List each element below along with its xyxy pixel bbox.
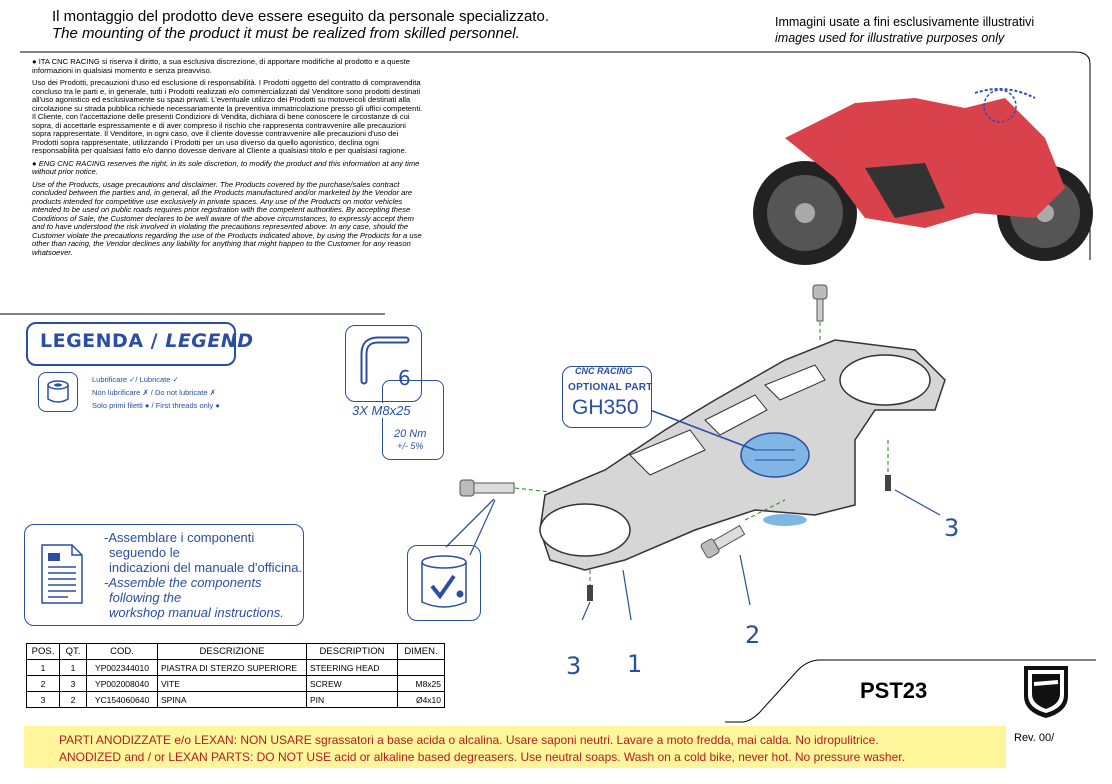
hex-size: 6 bbox=[398, 366, 411, 390]
bom-cell: Ø4x10 bbox=[397, 691, 445, 708]
bom-cell: 1 bbox=[59, 659, 87, 676]
instr-en-3: workshop manual instructions. bbox=[109, 605, 284, 620]
bom-header-description: DESCRIPTION bbox=[306, 643, 398, 660]
torque-nm: 20 Nm bbox=[394, 428, 427, 440]
instr-it-1: -Assemblare i componenti bbox=[104, 530, 255, 545]
disclaimer-eng-body: Use of the Products, usage precautions a… bbox=[32, 179, 422, 257]
threadlocker-can-icon bbox=[421, 555, 467, 608]
cnc-racing-logo bbox=[1018, 662, 1074, 725]
table-row: 3 2 YC154060640 SPINA PIN Ø4x10 bbox=[26, 691, 445, 708]
callout-3-right: 3 bbox=[944, 514, 960, 542]
bom-cell bbox=[397, 659, 445, 676]
instructions-text: -Assemblare i componenti seguendo le ind… bbox=[104, 530, 302, 620]
hex-key-icon bbox=[360, 336, 410, 385]
bom-cell: M8x25 bbox=[397, 675, 445, 692]
header-mounting-note: Il montaggio del prodotto deve essere es… bbox=[52, 8, 549, 42]
legend-title-en: LEGEND bbox=[165, 330, 254, 352]
optional-part-label: OPTIONAL PART bbox=[568, 382, 653, 393]
bom-cell: 1 bbox=[26, 659, 60, 676]
steering-head-drawing bbox=[459, 284, 946, 620]
disclaimer-ita-body: Uso dei Prodotti, precauzioni d'uso ed e… bbox=[32, 78, 423, 155]
mounting-note-it: Il montaggio del prodotto deve essere es… bbox=[52, 8, 549, 25]
product-code: PST23 bbox=[860, 678, 928, 703]
disclaimer-eng-intro: ● ENG CNC RACING reserves the right, in … bbox=[32, 158, 420, 176]
instructions-box bbox=[24, 524, 304, 626]
bom-header-qt: QT. bbox=[59, 643, 87, 660]
threadlocker-leader bbox=[445, 498, 495, 548]
bom-cell: SPINA bbox=[157, 691, 307, 708]
disclaimer-block: ● ITA CNC RACING si riserva il diritto, … bbox=[32, 57, 424, 261]
bom-cell: SCREW bbox=[306, 675, 398, 692]
revision-label: Rev. 00/ bbox=[1014, 732, 1055, 744]
optional-part-code: GH350 bbox=[572, 396, 639, 419]
legend-item-first-threads: Solo primi filetti ● / First threads onl… bbox=[92, 401, 220, 410]
callout-1: 1 bbox=[627, 650, 643, 678]
torque-tolerance: +/- 5% bbox=[397, 441, 424, 451]
optional-part-box bbox=[562, 366, 652, 428]
legend-title: LEGENDA / LEGEND bbox=[40, 330, 254, 352]
threadlocker-box bbox=[407, 545, 481, 621]
optional-part-brand: CNC RACING bbox=[575, 366, 633, 376]
bom-cell: VITE bbox=[157, 675, 307, 692]
table-row: 1 1 YP002344010 PIASTRA DI STERZO SUPERI… bbox=[26, 659, 445, 676]
instr-en-1: -Assemble the components bbox=[104, 575, 262, 590]
torque-box bbox=[382, 380, 444, 460]
legend-item-lubricate: Lubrificare ✓/ Lubricate ✓ bbox=[92, 375, 179, 384]
bom-header-descrizione: DESCRIZIONE bbox=[157, 643, 307, 660]
bom-header-dimen: DIMEN. bbox=[397, 643, 445, 660]
disclaimer-ita-intro: ● ITA CNC RACING si riserva il diritto, … bbox=[32, 57, 410, 75]
bom-header-cod: COD. bbox=[86, 643, 158, 660]
bom-cell: 2 bbox=[26, 675, 60, 692]
manual-document-icon bbox=[40, 543, 84, 610]
bom-cell: PIN bbox=[306, 691, 398, 708]
bom-header-row: POS. QT. COD. DESCRIZIONE DESCRIPTION DI… bbox=[26, 643, 445, 660]
images-note-it: Immagini usate a fini esclusivamente ill… bbox=[775, 15, 1035, 29]
legend-items: Lubrificare ✓/ Lubricate ✓ Non lubrifica… bbox=[92, 373, 220, 412]
bom-cell: 3 bbox=[59, 675, 87, 692]
motorcycle-image bbox=[753, 88, 1093, 265]
table-row: 2 3 YP002008040 VITE SCREW M8x25 bbox=[26, 675, 445, 692]
mounting-note-en: The mounting of the product it must be r… bbox=[52, 25, 520, 42]
hex-key-box bbox=[345, 325, 422, 402]
care-warning-band: PARTI ANODIZZATE e/o LEXAN: NON USARE sg… bbox=[24, 726, 1006, 768]
instr-it-3: indicazioni del manuale d'officina. bbox=[109, 560, 303, 575]
callout-3-left: 3 bbox=[566, 652, 582, 680]
bom-cell: YP002344010 bbox=[86, 659, 158, 676]
bom-cell: YP002008040 bbox=[86, 675, 158, 692]
screw-qty-size: 3X M8x25 bbox=[352, 403, 411, 418]
bom-header-pos: POS. bbox=[26, 643, 60, 660]
instr-en-2: following the bbox=[109, 590, 182, 605]
legend-item-no-lubricate: Non lubrificare ✗ / Do not lubricate ✗ bbox=[92, 388, 216, 397]
bom-cell: PIASTRA DI STERZO SUPERIORE bbox=[157, 659, 307, 676]
legend-box bbox=[26, 322, 236, 366]
bom-table: POS. QT. COD. DESCRIZIONE DESCRIPTION DI… bbox=[26, 643, 445, 708]
care-warning-en: ANODIZED and / or LEXAN PARTS: DO NOT US… bbox=[59, 750, 905, 764]
bom-cell: 3 bbox=[26, 691, 60, 708]
bom-cell: YC154060640 bbox=[86, 691, 158, 708]
lubricant-icon bbox=[38, 372, 78, 412]
header-images-note: Immagini usate a fini esclusivamente ill… bbox=[775, 14, 1034, 46]
torque-value: 20 Nm +/- 5% bbox=[394, 428, 426, 452]
callout-2: 2 bbox=[745, 621, 761, 649]
bom-cell: STEERING HEAD bbox=[306, 659, 398, 676]
care-warning-it: PARTI ANODIZZATE e/o LEXAN: NON USARE sg… bbox=[59, 733, 879, 747]
bom-cell: 2 bbox=[59, 691, 87, 708]
instr-it-2: seguendo le bbox=[109, 545, 180, 560]
images-note-en: images used for illustrative purposes on… bbox=[775, 31, 1005, 45]
legend-title-it: LEGENDA / bbox=[40, 330, 159, 352]
